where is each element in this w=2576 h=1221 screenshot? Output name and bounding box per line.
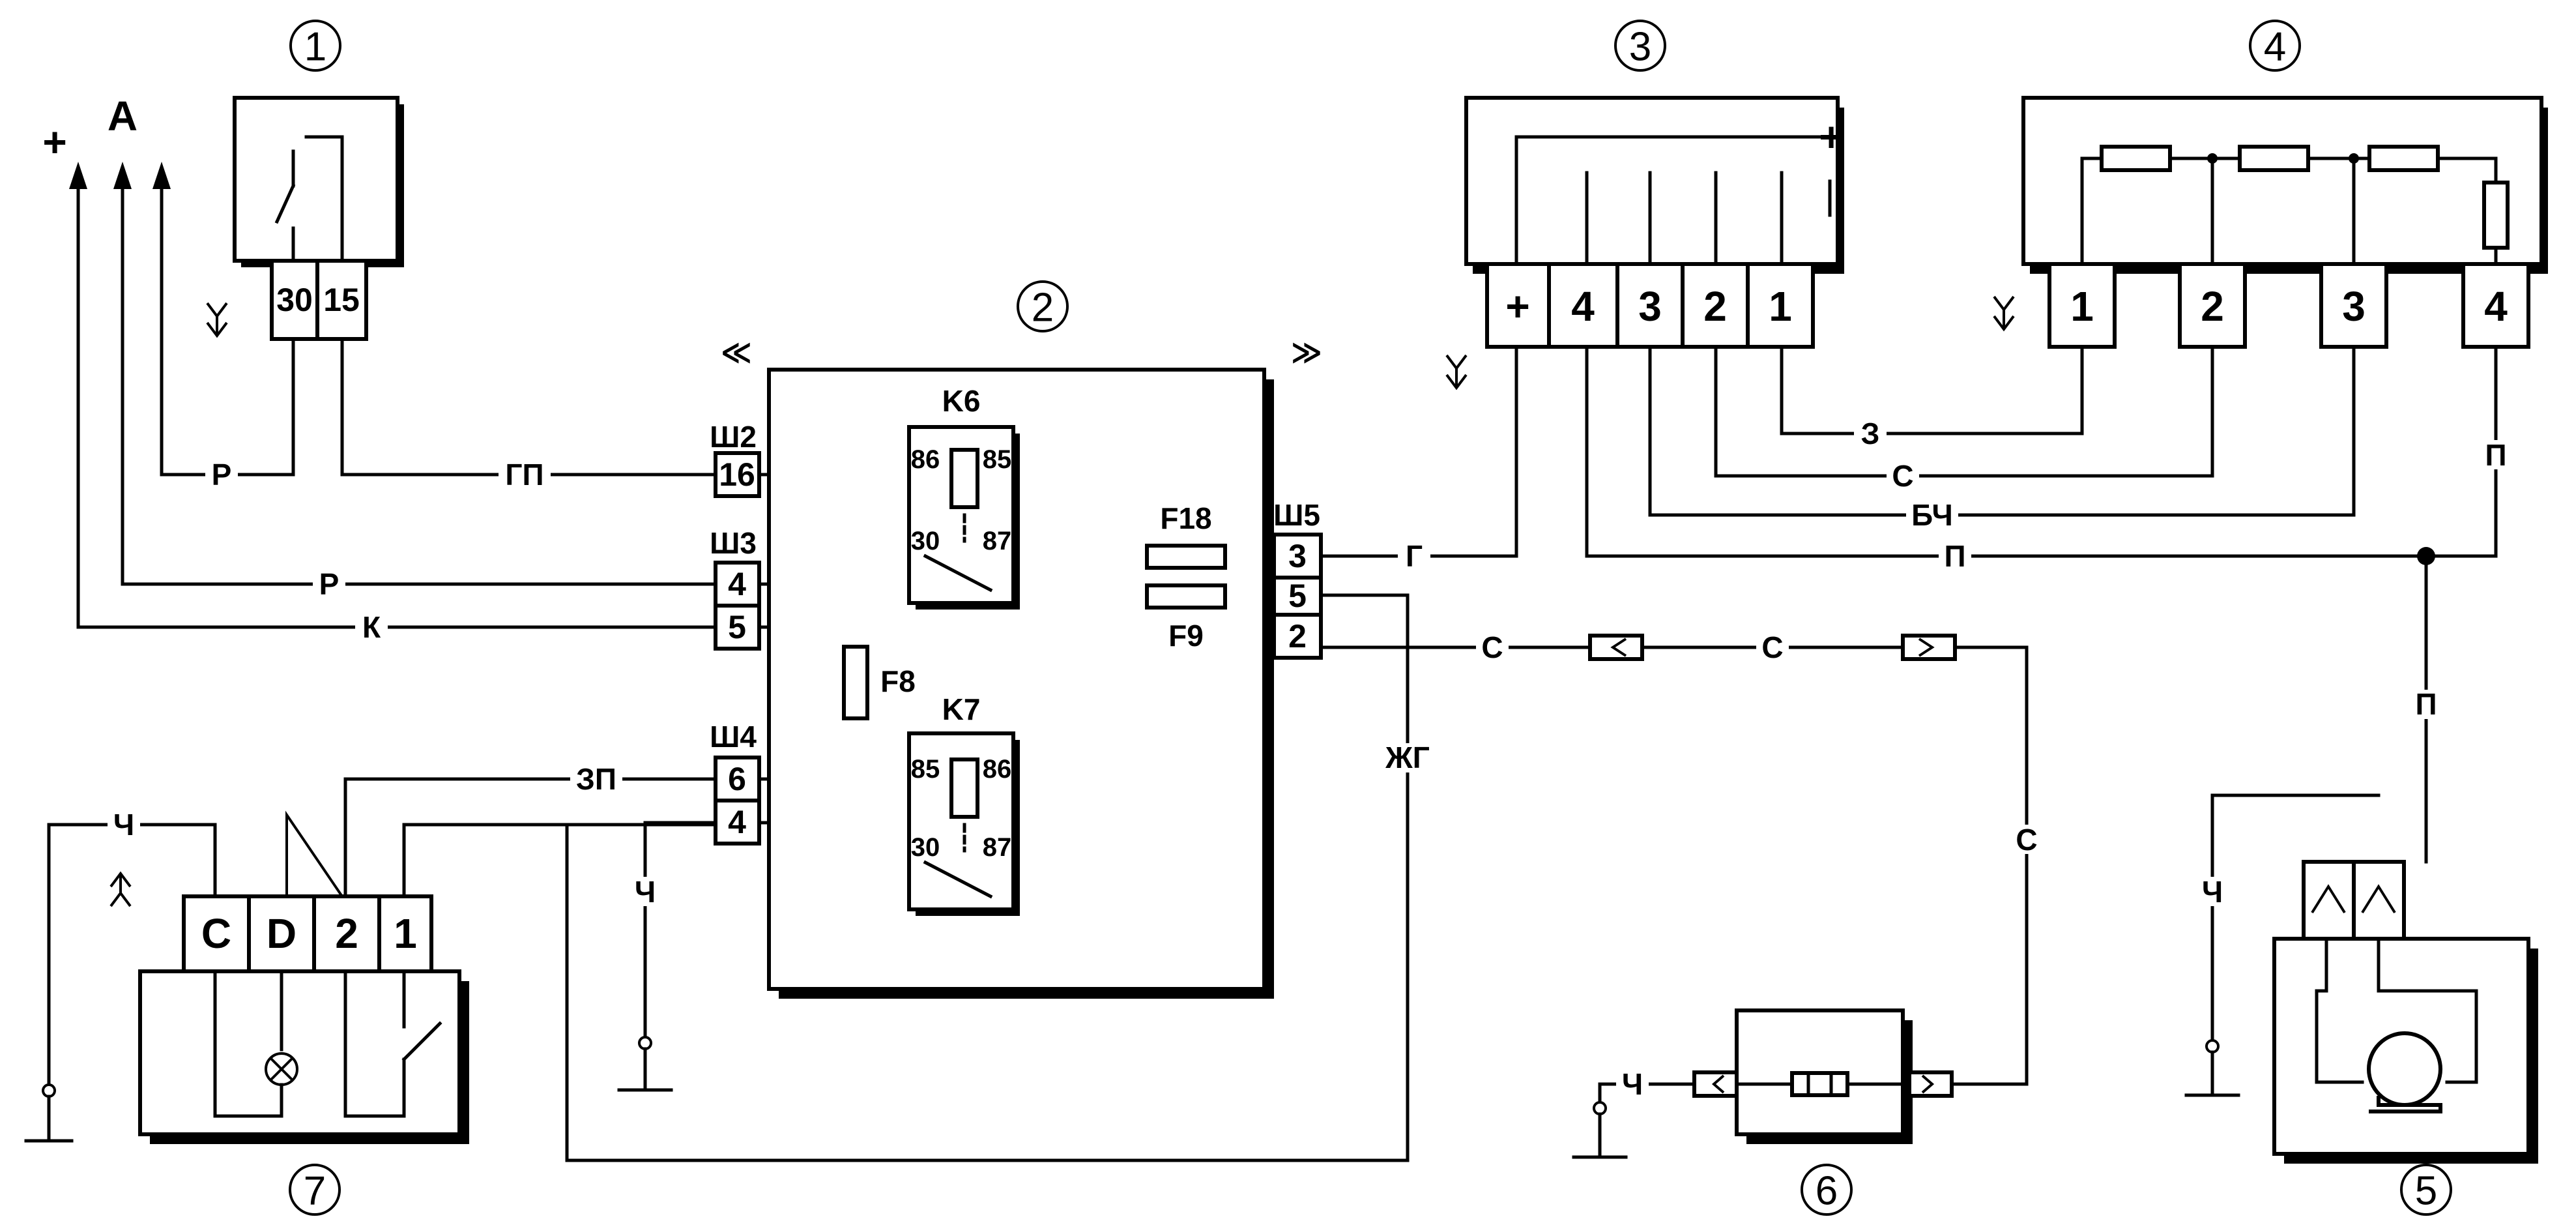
ground-symbols: [24, 1036, 2240, 1159]
power-arrows: + A: [42, 93, 171, 189]
svg-text:87: 87: [983, 833, 1012, 862]
relay-k6-label: K6: [942, 384, 981, 418]
inline-fuse: 6: [1692, 1008, 1954, 1216]
svg-text:2: 2: [1703, 283, 1727, 330]
svg-text:4: 4: [728, 804, 746, 840]
label-1: 1: [304, 25, 326, 70]
plus-label: +: [42, 119, 66, 166]
wire-label-s3: С: [2016, 823, 2037, 857]
wire-label-bch: БЧ: [1911, 498, 1953, 532]
switch-with-lamp: C D 2 1 7: [109, 810, 469, 1216]
svg-text:86: 86: [983, 755, 1012, 784]
svg-text:6: 6: [728, 761, 746, 797]
svg-text:5: 5: [728, 609, 746, 645]
wire-label-ch-motor: Ч: [2202, 875, 2223, 909]
connector-sh2-label: Ш2: [710, 420, 757, 454]
ignition-pin-15: 15: [323, 282, 360, 318]
svg-text:2: 2: [335, 910, 358, 957]
svg-text:3: 3: [1638, 283, 1662, 330]
label-3: 3: [1629, 25, 1651, 70]
wire-label-zp: ЗП: [576, 762, 616, 796]
label-7: 7: [304, 1169, 326, 1214]
svg-text:85: 85: [911, 755, 940, 784]
svg-text:+: +: [1505, 283, 1529, 330]
wire-label-r-mid: Р: [319, 567, 340, 601]
ignition-switch: 30 15 1: [206, 20, 404, 341]
wire-label-gp: ГП: [505, 458, 543, 492]
svg-text:3: 3: [1288, 538, 1307, 574]
relay-fuse-block: 2 ≪ ≫ Ш2 16 Ш3 4 5 Ш4 6 4 Ш5 3 5 2 K6 86…: [710, 280, 1323, 999]
wire-label-p-down: П: [2415, 687, 2437, 721]
svg-text:2: 2: [2201, 283, 2224, 330]
label-2: 2: [1032, 286, 1054, 331]
svg-text:86: 86: [911, 445, 940, 474]
wire-label-s2: С: [1761, 630, 1783, 664]
connector-sh3-label: Ш3: [710, 526, 757, 560]
svg-text:1: 1: [394, 910, 417, 957]
wire-label-ch-left: Ч: [113, 808, 134, 842]
svg-text:2: 2: [1288, 618, 1307, 655]
wire-label-zhg: ЖГ: [1385, 741, 1430, 774]
relay-k7-label: K7: [942, 692, 981, 726]
svg-text:1: 1: [1769, 283, 1792, 330]
wire-label-s1: С: [1481, 630, 1503, 664]
wire-labels: Р ГП Р К ЗП Ч Ч Г З С БЧ П П П С С С ЖГ: [108, 417, 2512, 1101]
connector-sh4-label: Ш4: [710, 720, 757, 754]
svg-text:4: 4: [728, 566, 746, 602]
svg-text:85: 85: [983, 445, 1012, 474]
wire-label-ch-fuse: Ч: [1622, 1067, 1643, 1101]
label-5: 5: [2415, 1169, 2437, 1214]
svg-text:3: 3: [2342, 283, 2366, 330]
svg-text:30: 30: [911, 833, 940, 862]
svg-text:30: 30: [911, 527, 940, 555]
svg-text:D: D: [267, 910, 297, 957]
fan-motor: 5: [2272, 860, 2538, 1216]
connector-sh5-label: Ш5: [1273, 498, 1320, 532]
switch-internal-plus: +: [1819, 113, 1843, 160]
ignition-pin-30: 30: [276, 282, 313, 318]
resistor-block: 4 1 2 3 4: [1993, 20, 2548, 349]
svg-text:≪: ≪: [721, 335, 752, 369]
svg-text:C: C: [201, 910, 231, 957]
svg-text:4: 4: [2484, 283, 2508, 330]
wire-label-s-switch: С: [1892, 459, 1913, 493]
svg-text:87: 87: [983, 527, 1012, 555]
label-6: 6: [1816, 1169, 1838, 1214]
wire-label-g: Г: [1406, 539, 1423, 573]
heater-switch: 3 + + 4 3 2 1: [1445, 20, 1844, 390]
label-4: 4: [2264, 25, 2286, 70]
svg-text:4: 4: [1571, 283, 1595, 330]
svg-text:5: 5: [1288, 578, 1307, 614]
fuse-f8-label: F8: [880, 664, 916, 698]
svg-text:1: 1: [2070, 283, 2094, 330]
wire-label-k: К: [362, 610, 381, 644]
wire-label-p-switch: П: [1944, 539, 1965, 573]
fuse-f9-label: F9: [1168, 619, 1204, 653]
inline-connectors: [1588, 634, 1957, 661]
a-label: A: [108, 93, 137, 140]
svg-text:≫: ≫: [1291, 335, 1322, 369]
wire-label-r-top: Р: [212, 458, 232, 492]
wire-label-ch-mid: Ч: [635, 875, 656, 909]
svg-text:16: 16: [719, 456, 755, 493]
wire-label-p-top: П: [2485, 438, 2506, 472]
fuse-f18-label: F18: [1160, 501, 1211, 535]
wire-label-z: З: [1861, 417, 1880, 450]
